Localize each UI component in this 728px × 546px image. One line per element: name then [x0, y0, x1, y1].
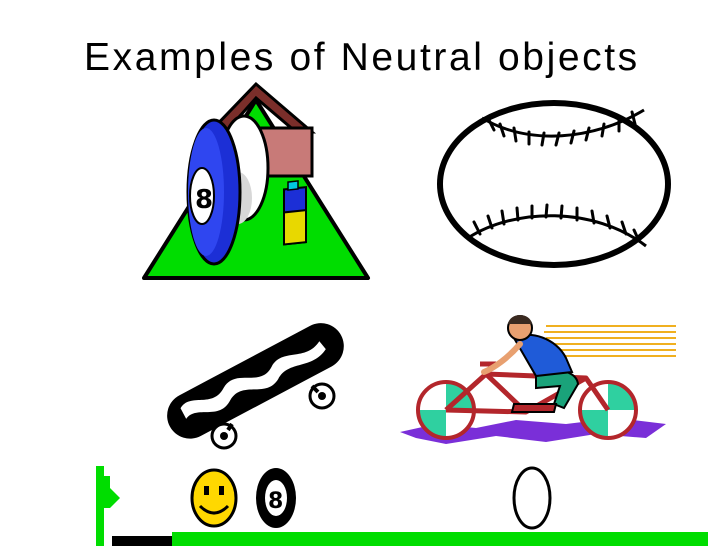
svg-text:8: 8	[268, 489, 283, 514]
house-billiard-ball-battery-icon: 8	[142, 81, 370, 280]
skateboard-icon	[167, 323, 344, 450]
smiley-icon	[190, 468, 238, 528]
svg-text:8: 8	[195, 185, 213, 215]
slide-title: Examples of Neutral objects	[84, 36, 640, 79]
egg-icon	[512, 466, 552, 530]
baseball-icon	[437, 100, 671, 268]
eight-ball-icon: 8	[256, 468, 296, 528]
cyclist-icon	[400, 315, 676, 444]
green-bar-icon: 8	[96, 466, 708, 546]
